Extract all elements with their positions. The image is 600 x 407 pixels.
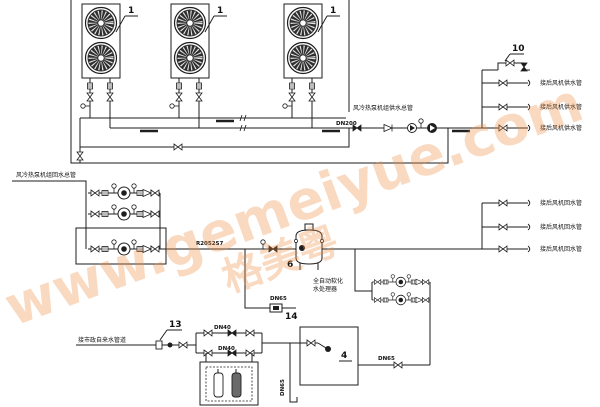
- makeup-pump-set: [354, 249, 431, 369]
- item-tag-label: 10: [512, 44, 525, 54]
- branch-return-label: 接后风机回水管: [540, 245, 582, 253]
- flexible-joint-icon: [107, 82, 113, 90]
- gate-valve-icon: [245, 349, 255, 357]
- relief-valve-icon: [520, 62, 528, 72]
- fan-icon: [288, 43, 319, 74]
- return-header-pipe: [80, 114, 346, 123]
- city-water-label: 接市政自来水管道: [78, 336, 126, 344]
- branch-supply-label: 接后风机供水管: [540, 103, 582, 111]
- dirt-separator-vessel: [294, 223, 324, 270]
- supply-main-label: 风冷热泵机组供水总管: [353, 104, 413, 112]
- gate-valve-icon: [173, 143, 183, 151]
- pipe-end-icon: [527, 223, 531, 231]
- unit-tag-3: 1: [317, 6, 340, 33]
- gate-valve-icon: [106, 92, 114, 102]
- gate-valve-icon: [498, 79, 508, 87]
- branch-return-label: 接后风机回水管: [540, 223, 582, 231]
- pipe-end-icon: [527, 245, 531, 253]
- item-tag-14: 14: [285, 312, 298, 322]
- flexible-joint-icon: [176, 82, 182, 90]
- fan-icon: [288, 8, 319, 39]
- gate-valve-icon: [175, 92, 183, 102]
- soft-water-tank: [299, 326, 359, 386]
- unit-tag-label: 1: [217, 6, 223, 16]
- fan-icon: [86, 8, 117, 39]
- unit-tag-label: 1: [128, 6, 134, 16]
- return-main-size: R2052S7: [196, 241, 224, 247]
- flexible-joint-icon: [289, 82, 295, 90]
- branch-return-label: 接后风机回水管: [540, 199, 582, 207]
- return-manifold: [481, 199, 531, 253]
- item-14-branch: [244, 249, 296, 313]
- branch-supply-label: 接后风机供水管: [540, 124, 582, 132]
- gate-valve-icon: [393, 361, 403, 369]
- gate-valve-icon: [203, 329, 213, 337]
- branch-supply-label: 接后风机供水管: [540, 79, 582, 87]
- unit-tag-label: 1: [330, 6, 336, 16]
- drain-pipe: [289, 343, 298, 403]
- item-tag-6: 6: [287, 260, 293, 270]
- item-tag-4: 4: [339, 351, 352, 362]
- softener-label-line-1: 全自动软化: [313, 277, 343, 285]
- makeup-size-upper: DN40: [214, 325, 231, 331]
- gate-valve-icon: [195, 92, 203, 102]
- watermark-url: www.gemeiyue.com: [0, 71, 591, 339]
- pressure-gauge-icon: [80, 103, 91, 109]
- item-tag-13: 13: [159, 320, 182, 341]
- makeup-size-lower: DN40: [218, 346, 235, 352]
- check-valve-icon: [383, 124, 393, 132]
- item-tag-label: 4: [341, 351, 347, 361]
- pressure-gauge-icon: [282, 103, 293, 109]
- flexible-joint-icon: [196, 82, 202, 90]
- return-main-pipe: [12, 180, 528, 265]
- item-tag-label: 13: [169, 320, 182, 330]
- gate-valve-icon: [86, 92, 94, 102]
- gate-valve-icon: [245, 329, 255, 337]
- softener-label-line-2: 水处理器: [313, 285, 337, 293]
- supply-main-size: DN200: [336, 121, 357, 127]
- gate-valve-icon: [498, 199, 508, 207]
- heat-pump-unit-3: [284, 4, 322, 79]
- return-main-label: 风冷热泵机组回水总管: [16, 171, 76, 179]
- item-tag-10: 10: [504, 44, 525, 62]
- city-water-pipe: [76, 329, 300, 362]
- pressure-gauge-icon: [169, 103, 180, 109]
- unit-1-piping: [80, 78, 114, 128]
- softener-equipment: [199, 361, 259, 406]
- gate-valve-icon: [288, 92, 296, 102]
- pump-set-icon: [88, 205, 160, 220]
- unit-tag-2: 1: [204, 6, 227, 33]
- item-14-size: DN65: [270, 296, 287, 302]
- fan-icon: [175, 8, 206, 39]
- fan-icon: [86, 43, 117, 74]
- pipe-end-icon: [527, 199, 531, 207]
- flexible-joint-icon: [87, 82, 93, 90]
- heat-pump-unit-2: [171, 4, 209, 79]
- gate-valve-icon: [178, 341, 188, 349]
- tank-outlet-size: DN65: [378, 356, 395, 362]
- supply-header-pipe: [110, 124, 482, 133]
- gate-valve-icon: [498, 245, 508, 253]
- gate-valve-icon: [498, 223, 508, 231]
- gate-valve-icon: [203, 349, 213, 357]
- flexible-joint-icon: [309, 82, 315, 90]
- heat-pump-unit-1: [82, 4, 120, 79]
- unit-3-piping: [282, 78, 316, 128]
- pump-set-icon: [88, 184, 160, 199]
- fan-icon: [175, 43, 206, 74]
- bypass-pipe: [76, 118, 350, 163]
- pump-set-icon: [372, 293, 430, 305]
- drain-size: DN65: [280, 379, 286, 396]
- plant-frame: [70, 0, 449, 164]
- unit-tag-1: 1: [115, 6, 138, 33]
- gate-valve-icon: [76, 151, 84, 161]
- gate-valve-icon: [505, 59, 515, 67]
- unit-2-piping: [169, 78, 203, 128]
- supply-manifold: [481, 59, 531, 132]
- gate-valve-icon: [308, 92, 316, 102]
- pump-set-icon: [372, 275, 430, 287]
